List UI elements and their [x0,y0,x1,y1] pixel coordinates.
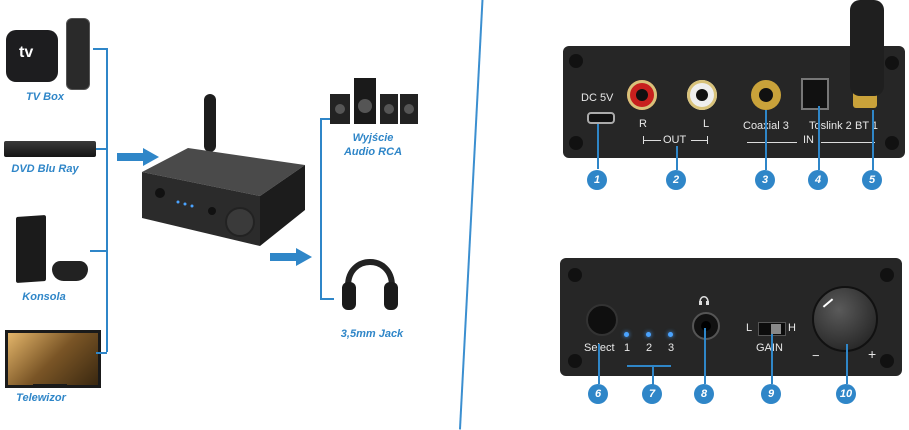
speakers-image [330,78,418,124]
jack-output-label: 3,5mm Jack [340,328,404,340]
callout-line-4 [818,106,820,170]
dc-port[interactable] [587,112,615,124]
rear-panel: DC 5V R L OUT Coaxial 3 Toslink 2 BT 1 I… [563,46,905,158]
out-label: OUT [663,134,687,146]
rca-right-jack[interactable] [627,80,657,110]
bt-label: BT 1 [855,120,879,132]
screw-icon [569,136,583,150]
out-bracket-right [707,136,708,144]
gain-h-label: H [788,322,796,334]
headphones-image [342,259,398,310]
screw-icon [568,268,582,282]
out-bracket-right-h [691,140,707,141]
source-line-console [90,250,107,252]
callout-line-8 [704,328,706,384]
screw-icon [885,136,899,150]
callout-line-7 [652,365,654,385]
callout-6: 6 [588,384,608,404]
volume-knob[interactable] [812,286,878,352]
screw-icon [885,56,899,70]
dvd-player-device [4,141,96,157]
in-label: IN [803,134,814,146]
callout-10: 10 [836,384,856,404]
coaxial-jack[interactable] [751,80,781,110]
callout-line-1 [597,124,599,169]
input-1-label: 1 [624,342,631,354]
callout-bracket-7 [627,365,671,367]
output-bracket-line [320,118,322,298]
tv-box-logo: tv [19,44,34,61]
input-led-1 [624,332,629,337]
in-line-right [821,142,875,143]
output-line-jack [320,298,334,300]
input-led-2 [646,332,651,337]
rca-output-label-line1: Wyjście [352,132,394,144]
dvd-player-label: DVD Blu Ray [11,163,79,175]
callout-2: 2 [666,170,686,190]
headphone-icon [699,296,709,305]
dac-device-image [142,94,305,246]
tv-box-device: tv [6,30,58,82]
source-line-tvbox [93,48,107,50]
out-bracket-left-h [643,140,661,141]
screw-icon [569,54,583,68]
tv-remote [66,18,90,90]
source-line-dvd [96,148,107,150]
callout-line-3 [765,110,767,170]
gain-l-label: L [746,322,753,334]
gain-switch[interactable] [758,322,786,336]
rca-output-label-line2: Audio RCA [343,146,403,158]
tv-stand [33,384,67,388]
bt-antenna [850,0,884,96]
volume-minus-label: − [812,348,820,363]
output-arrow-icon [270,248,312,266]
rca-left-label: L [703,118,710,130]
headphone-jack[interactable] [692,312,720,340]
rca-left-jack[interactable] [687,80,717,110]
source-bracket-line [106,48,108,352]
volume-plus-label: + [868,346,877,362]
in-line-left [747,142,797,143]
screw-icon [568,354,582,368]
toslink-label: Toslink 2 [809,120,852,132]
callout-4: 4 [808,170,828,190]
callout-line-6 [598,344,600,384]
controller-device [52,261,88,281]
callout-line-10 [846,344,848,384]
input-2-label: 2 [646,342,653,354]
callout-3: 3 [755,170,775,190]
front-panel: Select 1 2 3 L H GAIN − + [560,258,902,376]
select-button[interactable] [586,304,618,336]
tv-box-label: TV Box [26,91,64,103]
output-line-rca [320,118,334,120]
input-arrow-icon [117,148,159,166]
connection-diagram: tv TV Box DVD Blu Ray Konsola Telewizor [0,0,470,408]
gain-label: GAIN [756,342,783,354]
screw-icon [880,354,894,368]
callout-1: 1 [587,170,607,190]
input-led-3 [668,332,673,337]
callout-9: 9 [761,384,781,404]
callout-8: 8 [694,384,714,404]
callout-line-5 [872,110,874,170]
console-device [16,214,46,284]
rca-right-label: R [639,118,647,130]
callout-line-9 [771,334,773,384]
rca-output-label: Wyjście Audio RCA [338,131,408,159]
tv-label: Telewizor [16,392,66,404]
input-3-label: 3 [668,342,675,354]
source-line-tv [96,352,107,354]
tv-device [5,330,101,388]
callout-5: 5 [862,170,882,190]
callout-line-2 [676,146,678,170]
console-label: Konsola [22,291,66,303]
screw-icon [880,268,894,282]
callout-7: 7 [642,384,662,404]
toslink-port[interactable] [801,78,829,110]
dc-label: DC 5V [581,92,614,104]
